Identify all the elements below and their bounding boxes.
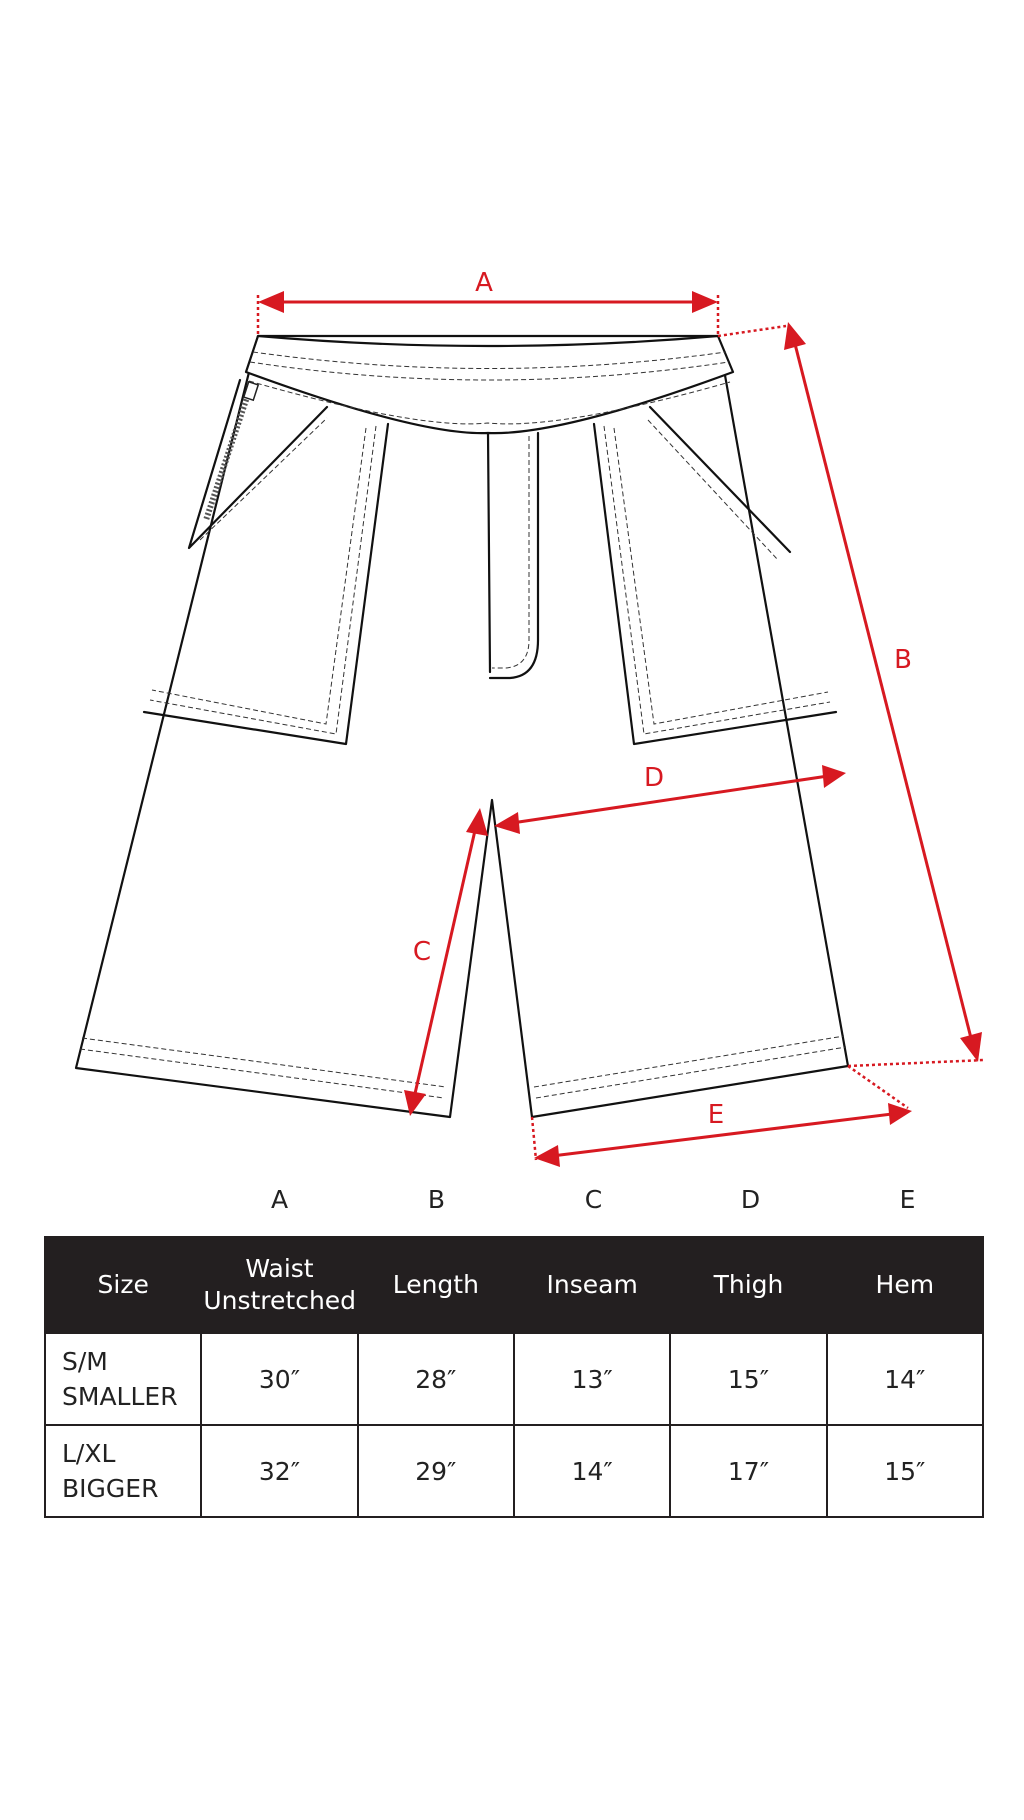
column-letter: D [740, 1185, 761, 1214]
column-letter: B [427, 1185, 446, 1214]
header-inseam: Inseam [512, 1236, 672, 1334]
column-letter: A [270, 1185, 289, 1214]
label-d: D [644, 763, 664, 793]
value-cell: 32″ [200, 1424, 359, 1518]
value-cell: 29″ [356, 1424, 515, 1518]
label-e: E [708, 1100, 724, 1130]
value-cell: 14″ [825, 1332, 985, 1426]
value-cell: 13″ [512, 1332, 672, 1426]
value-cell: 30″ [200, 1332, 359, 1426]
measure-d: D [494, 763, 846, 834]
label-c: C [413, 937, 431, 967]
header-hem: Hem [825, 1236, 985, 1334]
column-letter [44, 1185, 201, 1214]
value-cell: 14″ [512, 1424, 672, 1518]
value-cell: 15″ [669, 1332, 828, 1426]
measure-c: C [404, 808, 488, 1116]
zipper-icon [203, 380, 260, 521]
column-letter: E [899, 1185, 916, 1214]
header-length: Length [356, 1236, 515, 1334]
measure-a: A [256, 268, 720, 336]
header-thigh: Thigh [669, 1236, 828, 1334]
value-cell: 17″ [669, 1424, 828, 1518]
column-letter: C [584, 1185, 603, 1214]
header-size: Size [43, 1236, 203, 1334]
value-cell: 15″ [825, 1424, 985, 1518]
label-a: A [475, 268, 493, 298]
measure-b: B [717, 322, 985, 1068]
shorts-diagram: A B C D E [74, 268, 985, 1167]
measure-e: E [530, 1064, 912, 1167]
value-cell: 28″ [356, 1332, 515, 1426]
column-letters: A B C D E [44, 1185, 984, 1214]
shorts-drawing [74, 334, 850, 1119]
label-b: B [894, 645, 912, 675]
